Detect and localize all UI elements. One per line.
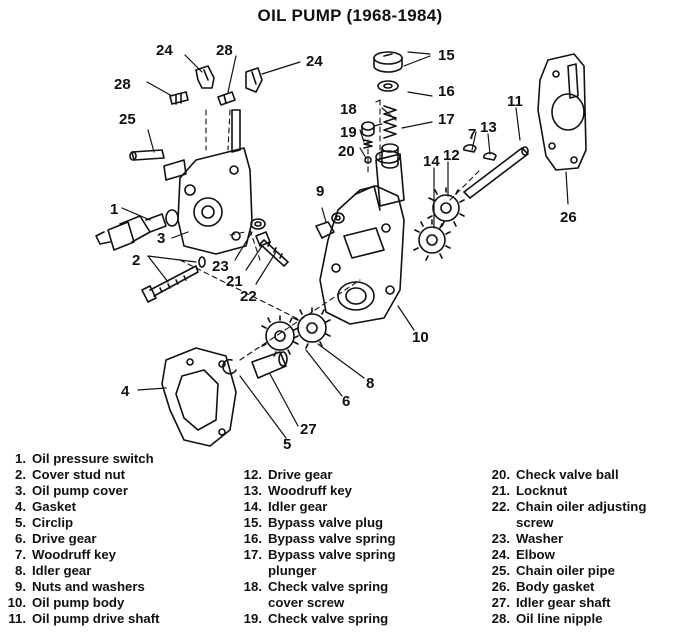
legend-item-6: 6.Drive gear: [15, 531, 97, 546]
callout-6: 6: [342, 393, 350, 410]
bypass-valve-spring-plunger-drawing: [381, 143, 399, 169]
elbow-left-drawing: [195, 65, 215, 89]
legend-item-27: 27.Idler gear shaft: [491, 595, 611, 610]
callout-2: 2: [132, 252, 140, 269]
legend-item-22: 22.Chain oiler adjusting screw: [491, 499, 647, 530]
legend-item-24: 24.Elbow: [491, 547, 555, 562]
callout-20: 20: [338, 143, 355, 160]
oil-pump-drive-shaft-drawing: [463, 146, 529, 199]
callout-7: 7: [468, 126, 476, 143]
idler-gear-shaft-drawing: [251, 351, 288, 379]
legend-item-2: 2.Cover stud nut: [15, 467, 126, 482]
legend-item-14: 14.Idler gear: [243, 499, 328, 514]
bypass-valve-plug-drawing: [373, 51, 403, 92]
washer-drawing: [250, 218, 266, 230]
oil-pump-body-drawing: [319, 150, 405, 325]
diagram-title: OIL PUMP (1968-1984): [257, 6, 443, 25]
callout-4: 4: [121, 383, 130, 400]
legend-item-5: 5.Circlip: [15, 515, 74, 530]
oil-pump-cover-drawing: [163, 109, 253, 255]
legend-item-11: 11.Oil pump drive shaft: [8, 611, 160, 626]
legend-item-12: 12.Drive gear: [243, 467, 333, 482]
legend-item-18: 18.Check valve spring cover screw: [243, 579, 389, 610]
check-valve-cover-screw-drawing: [361, 121, 375, 137]
gasket-drawing: [161, 347, 237, 447]
legend-item-15: 15.Bypass valve plug: [243, 515, 384, 530]
callout-3: 3: [157, 230, 165, 247]
elbow-right-drawing: [245, 67, 263, 93]
chain-oiler-pipe-drawing: [129, 149, 165, 161]
callout-1: 1: [110, 201, 118, 218]
callout-10: 10: [412, 329, 429, 346]
legend-item-7: 7.Woodruff key: [15, 547, 117, 562]
callout-9: 9: [316, 183, 324, 200]
callout-28a: 28: [114, 76, 131, 93]
callout-28b: 28: [216, 42, 233, 59]
legend-item-25: 25.Chain oiler pipe: [491, 563, 615, 578]
legend-item-1: 1.Oil pressure switch: [15, 451, 154, 466]
idler-gear-upper-drawing: [413, 219, 451, 261]
callout-24b: 24: [306, 53, 323, 70]
oil-line-nipple-left-drawing: [169, 91, 189, 105]
legend-item-8: 8.Idler gear: [15, 563, 92, 578]
drive-gear-upper-drawing: [427, 187, 465, 229]
exploded-view-diagram: 1 2 3 4 5 6 7 8 9 10 11 12 13 14 15 16 1…: [95, 42, 587, 450]
callout-16: 16: [438, 83, 455, 100]
callout-15: 15: [438, 47, 455, 64]
callout-26: 26: [560, 209, 577, 226]
legend-item-28: 28.Oil line nipple: [491, 611, 603, 626]
callout-17: 17: [438, 111, 455, 128]
callout-18: 18: [340, 101, 357, 118]
callout-13: 13: [480, 119, 497, 136]
bypass-valve-spring-drawing: [383, 105, 397, 139]
legend-item-21: 21.Locknut: [491, 483, 568, 498]
check-valve-spring-drawing: [363, 139, 373, 149]
legend-item-13: 13.Woodruff key: [243, 483, 353, 498]
callout-11: 11: [507, 93, 523, 110]
callout-8: 8: [366, 375, 374, 392]
legend-item-17: 17.Bypass valve spring plunger: [243, 547, 396, 578]
callout-22: 22: [240, 288, 257, 305]
legend-item-9: 9.Nuts and washers: [15, 579, 145, 594]
callout-27: 27: [300, 421, 317, 438]
circlip-drawing: [222, 358, 237, 375]
legend-item-20: 20.Check valve ball: [491, 467, 619, 482]
callout-19: 19: [340, 124, 357, 141]
callout-14: 14: [423, 153, 440, 170]
oil-line-nipple-right-drawing: [217, 91, 236, 106]
callout-23: 23: [212, 258, 229, 275]
locknut-drawing: [255, 231, 271, 247]
callout-25: 25: [119, 111, 136, 128]
callout-12: 12: [443, 147, 460, 164]
callout-24a: 24: [156, 42, 173, 59]
legend-item-23: 23.Washer: [491, 531, 564, 546]
nuts-and-washers-drawing: [315, 212, 345, 239]
legend-item-3: 3.Oil pump cover: [15, 483, 128, 498]
woodruff-key-7-drawing: [463, 144, 477, 153]
oil-pressure-switch-drawing: [95, 209, 179, 251]
body-gasket-drawing: [537, 53, 587, 171]
legend-item-19: 19.Check valve spring: [243, 611, 389, 626]
check-valve-ball-drawing: [364, 156, 372, 164]
legend-item-4: 4.Gasket: [15, 499, 76, 514]
callout-21: 21: [226, 273, 243, 290]
callout-5: 5: [283, 436, 291, 450]
legend-item-16: 16.Bypass valve spring: [243, 531, 396, 546]
legend-item-10: 10.Oil pump body: [7, 595, 125, 610]
cover-bolt-drawing: [141, 256, 206, 303]
idler-gear-lower-drawing: [293, 307, 331, 349]
drive-gear-lower-drawing: [261, 315, 299, 357]
legend-item-26: 26.Body gasket: [491, 579, 595, 594]
